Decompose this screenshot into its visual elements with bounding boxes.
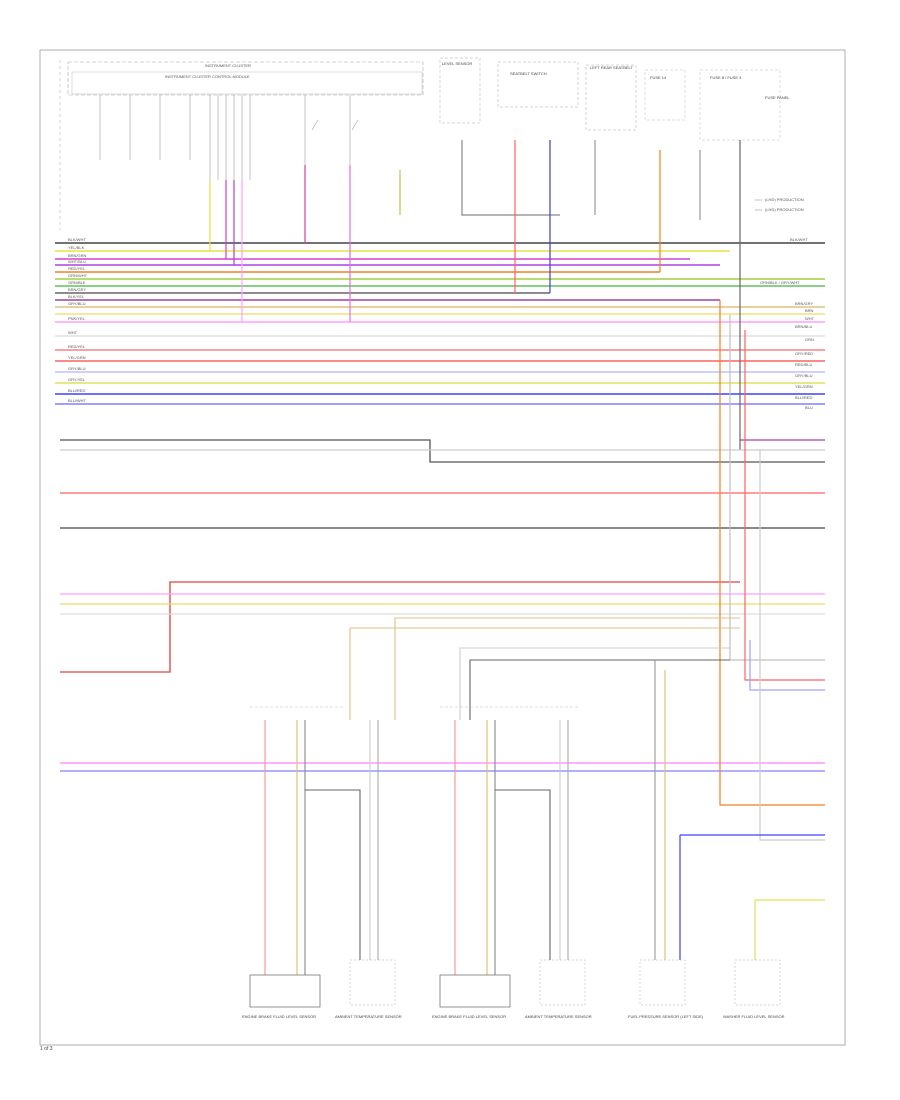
- left-wire-label: GRY/BLU: [68, 301, 86, 306]
- cluster-subtitle: INSTRUMENT CLUSTER CONTROL MODULE: [165, 74, 250, 79]
- level-sensor-box: [439, 57, 481, 124]
- right-wire-label: BLK/WHT: [790, 237, 808, 242]
- left-wire-label: GRN/WHT: [68, 273, 88, 278]
- component-seatbelt-switch: SEATBELT SWITCH: [510, 71, 547, 76]
- left-wire-label: WHT: [68, 330, 78, 335]
- left-wire-label: YEL/GRN: [68, 355, 86, 360]
- label-brake-fluid-sensor-1: ENGINE BRAKE FLUID LEVEL SENSOR: [242, 1014, 317, 1019]
- ambient-temp-sensor-box-2: [539, 959, 586, 1006]
- label-ambient-temp-sensor-1: AMBIENT TEMPERATURE SENSOR: [335, 1014, 402, 1019]
- legend-item-2: (LHD) PRODUCTION: [765, 207, 804, 212]
- left-wire-label: BLK/YEL: [68, 294, 85, 299]
- cluster-internals: [99, 95, 359, 180]
- left-wire-label: GRN/BLK: [68, 280, 86, 285]
- component-fuse-14: FUSE 14: [650, 75, 667, 80]
- left-rear-seatbelt-box: [585, 64, 637, 131]
- right-wire-label: BLU: [805, 405, 813, 410]
- right-wire-label: GRY/RED: [795, 351, 814, 356]
- wire-group-2: [60, 439, 825, 772]
- page-label: 1 of 3: [40, 1046, 53, 1052]
- left-wire-label: BRN/GRY: [68, 287, 87, 292]
- fuse-box-1: [644, 69, 686, 121]
- right-wire-label: WHT: [805, 316, 815, 321]
- left-wire-label: BLU/WHT: [68, 398, 86, 403]
- label-fuel-pressure-sensor: FUEL PRESSURE SENSOR (LEFT SIDE): [628, 1014, 704, 1019]
- washer-fluid-sensor-box: [734, 959, 781, 1006]
- right-wire-label: BRN: [805, 308, 814, 313]
- component-fuse-8-3: FUSE 8 / FUSE 3: [710, 75, 742, 80]
- label-washer-fluid-sensor: WASHER FLUID LEVEL SENSOR: [723, 1014, 785, 1019]
- left-wire-label: GRY/YEL: [68, 377, 86, 382]
- left-wire-label: GRY/BLU: [68, 366, 86, 371]
- component-level-sensor: LEVEL SENSOR: [442, 61, 473, 66]
- right-wire-label: BRN/GRY: [795, 301, 814, 306]
- label-brake-fluid-sensor-2: ENGINE BRAKE FLUID LEVEL SENSOR: [432, 1014, 507, 1019]
- left-wire-label: BLK/WHT: [68, 237, 86, 242]
- right-wire-label: BLU/RED: [795, 395, 813, 400]
- right-wire-label: RED/BLU: [795, 362, 813, 367]
- left-wire-label: RED/YEL: [68, 344, 86, 349]
- cluster-drops: [209, 140, 741, 450]
- left-wire-label: YEL/BLK: [68, 245, 85, 250]
- brake-fluid-sensor-box-1: [249, 974, 321, 1008]
- component-fuse-panel: FUSE PANEL: [765, 95, 790, 100]
- right-wire-label: GRY/BLU: [795, 373, 813, 378]
- diagram-frame: [39, 49, 846, 1046]
- right-wire-label: GRN/BLK / GRY/WHT: [760, 280, 800, 285]
- wire-bus: [55, 242, 825, 405]
- label-ambient-temp-sensor-2: AMBIENT TEMPERATURE SENSOR: [525, 1014, 592, 1019]
- cluster-title: INSTRUMENT CLUSTER: [205, 63, 251, 68]
- ambient-temp-sensor-box-1: [349, 959, 396, 1006]
- sensor-feeders: [349, 617, 740, 960]
- left-wire-label: WHT/BLU: [68, 259, 86, 264]
- instrument-cluster-box: [67, 61, 424, 96]
- fuel-pressure-sensor-box: [639, 959, 686, 1006]
- left-wire-label: BLU/RED: [68, 388, 86, 393]
- seatbelt-switch-box: [497, 61, 579, 108]
- left-wire-label: BRN/GRN: [68, 253, 87, 258]
- legend-item-1: (LHD) PRODUCTION: [765, 197, 804, 202]
- left-wire-label: PNK/YEL: [68, 316, 85, 321]
- left-wire-label: RED/YEL: [68, 266, 86, 271]
- right-wire-label: BRN/BLU: [795, 324, 813, 329]
- instrument-cluster-module-box: [71, 71, 423, 95]
- sensor-lines: [264, 720, 569, 975]
- brake-fluid-sensor-box-2: [439, 974, 511, 1008]
- component-left-rear-seatbelt: LEFT REAR SEATBELT: [590, 65, 633, 70]
- right-wire-label: YEL/GRN: [795, 384, 813, 389]
- right-wire-label: GRN: [805, 337, 814, 342]
